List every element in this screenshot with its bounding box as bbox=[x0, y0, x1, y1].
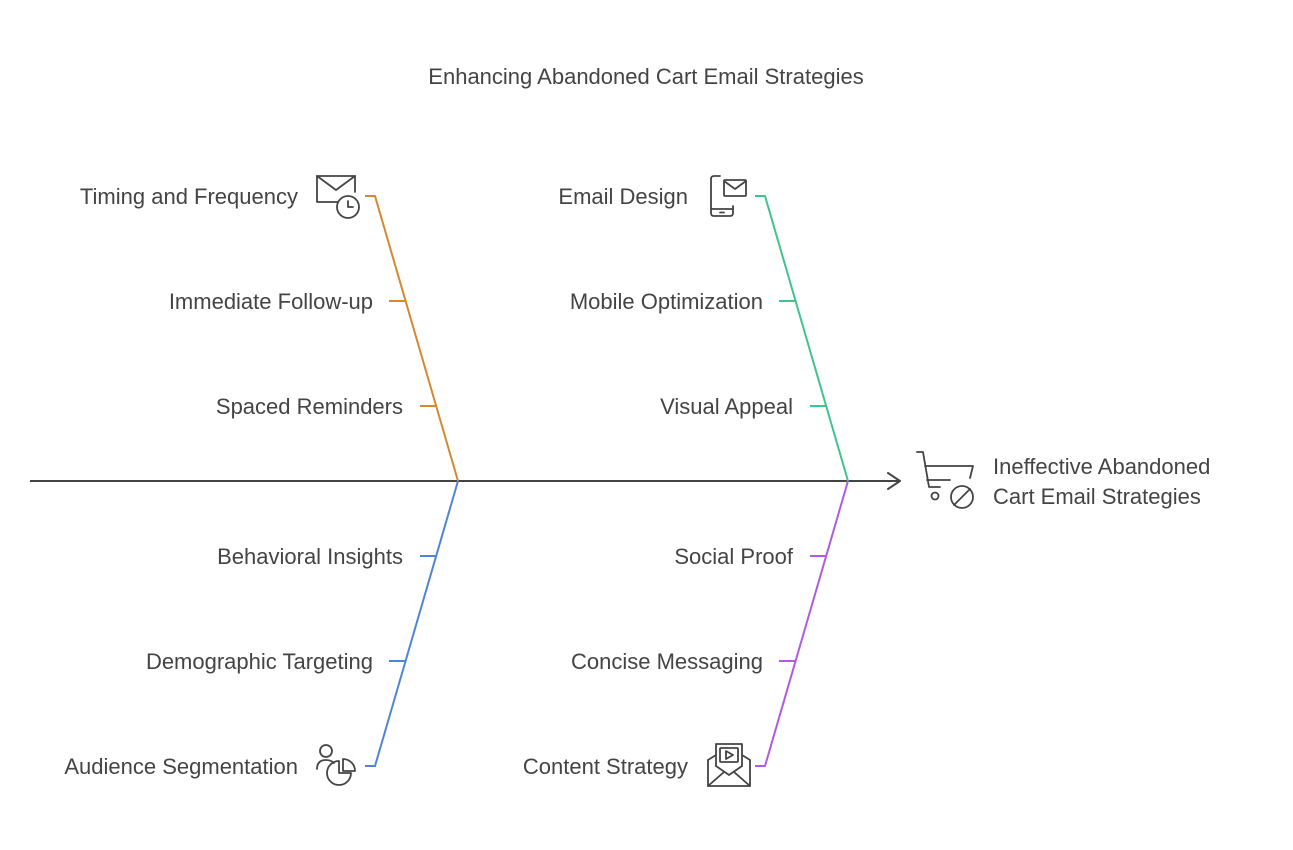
mail-video-icon bbox=[707, 743, 751, 787]
cause-label-concise-messaging: Concise Messaging bbox=[571, 649, 763, 674]
cause-label-social-proof: Social Proof bbox=[674, 544, 794, 569]
effect-head: Ineffective Abandoned Cart Email Strateg… bbox=[916, 451, 1210, 509]
mail-clock-icon bbox=[316, 175, 360, 219]
bone-audience-segmentation bbox=[365, 480, 459, 767]
category-timing-frequency: Timing and Frequency Immediate Follow-up… bbox=[80, 175, 459, 482]
effect-label-line-1: Ineffective Abandoned bbox=[993, 454, 1210, 479]
cause-label-immediate-follow-up: Immediate Follow-up bbox=[169, 289, 373, 314]
spine-arrowhead bbox=[887, 472, 901, 490]
category-email-design: Email Design Mobile Optimization Visual … bbox=[558, 175, 849, 482]
effect-label-line-2: Cart Email Strategies bbox=[993, 484, 1201, 509]
audience-pie-icon bbox=[316, 744, 356, 786]
category-label-content-strategy: Content Strategy bbox=[523, 754, 688, 779]
category-label-email-design: Email Design bbox=[558, 184, 688, 209]
cause-label-behavioral-insights: Behavioral Insights bbox=[217, 544, 403, 569]
cause-label-spaced-reminders: Spaced Reminders bbox=[216, 394, 403, 419]
cart-blocked-icon bbox=[916, 451, 974, 509]
cause-label-demographic-targeting: Demographic Targeting bbox=[146, 649, 373, 674]
category-audience-segmentation: Behavioral Insights Demographic Targetin… bbox=[64, 480, 459, 786]
bone-email-design bbox=[755, 195, 849, 482]
diagram-title: Enhancing Abandoned Cart Email Strategie… bbox=[428, 64, 863, 89]
mobile-mail-icon bbox=[710, 175, 747, 217]
cause-label-mobile-optimization: Mobile Optimization bbox=[570, 289, 763, 314]
bone-timing-frequency bbox=[365, 195, 459, 482]
category-label-audience-segmentation: Audience Segmentation bbox=[64, 754, 298, 779]
bone-content-strategy bbox=[755, 480, 849, 767]
category-label-timing-frequency: Timing and Frequency bbox=[80, 184, 298, 209]
category-content-strategy: Social Proof Concise Messaging Content S… bbox=[523, 480, 849, 787]
cause-label-visual-appeal: Visual Appeal bbox=[660, 394, 793, 419]
